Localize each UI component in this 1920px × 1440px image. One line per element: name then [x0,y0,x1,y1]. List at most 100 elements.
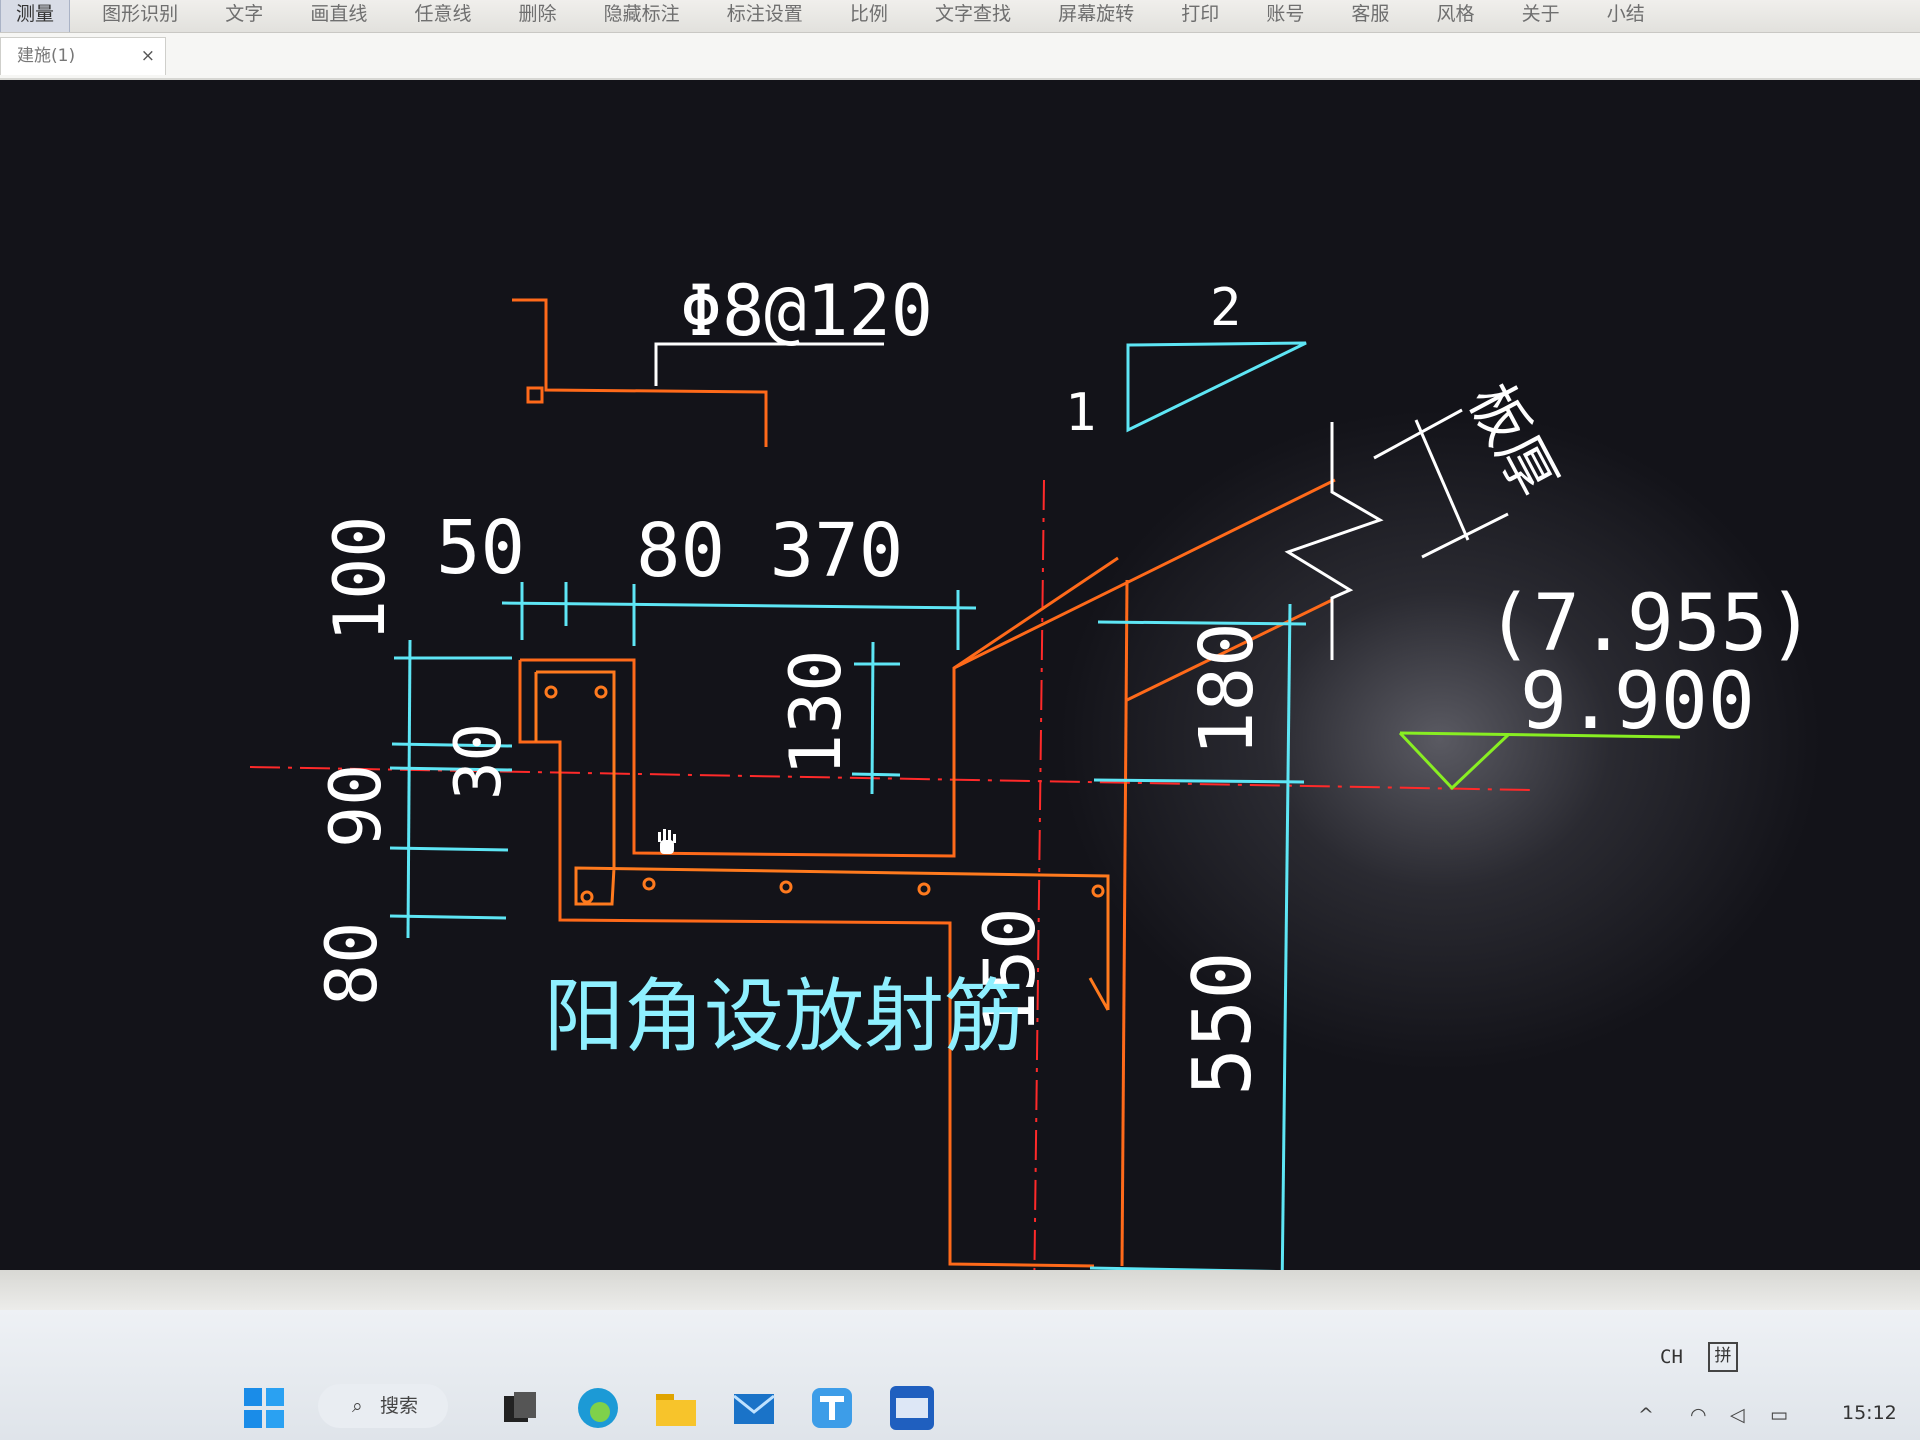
elevation-triangle [1398,731,1510,791]
roof-slab-top-line [953,478,1336,670]
dim-text-30: 30 [442,723,516,800]
chevron-up-icon[interactable]: ^ [1638,1404,1654,1426]
menu-freehand-line[interactable]: 任意线 [414,3,472,25]
menu-rotate-screen[interactable]: 屏幕旋转 [1058,3,1135,25]
menu-summary[interactable]: 小结 [1606,3,1645,25]
slab-thickness-text: 板厚 [1456,373,1571,507]
ime-mode-indicator[interactable]: 拼 [1708,1342,1738,1372]
rebar-dot [1091,884,1105,898]
break-line [1284,422,1384,660]
dim-line-top [501,601,977,610]
dim-text-100: 100 [319,516,401,642]
menu-shape-recognition[interactable]: 图形识别 [102,3,179,25]
rebar-hook-detail [512,298,768,447]
canvas-bottom-edge [0,1270,1920,1310]
dim-text-180: 180 [1184,622,1270,756]
menu-account[interactable]: 账号 [1266,3,1305,25]
note-text: 阳角设放射筋 [544,970,1024,1063]
menu-scale[interactable]: 比例 [849,3,888,25]
windows-start-icon[interactable] [240,1384,288,1432]
taskbar-search-box[interactable]: ⌕ 搜索 [318,1384,448,1428]
file-viewer-icon[interactable] [496,1384,544,1432]
dim-text-90: 90 [315,764,397,848]
dim-ext [389,914,507,920]
tab-document-label: 建施(1) [17,46,76,66]
dim-ext [851,772,901,777]
cad-drawing: Φ8@120 1 2 50 80 370 (7.955) 9.900 100 3… [249,270,1815,1306]
dim-ext [1097,620,1307,626]
slab-thickness-dim [1414,419,1470,541]
cad-viewer-icon[interactable] [888,1384,936,1432]
menu-bar: 测量 图形识别 文字 画直线 任意线 删除 隐藏标注 标注设置 比例 文字查找 … [0,0,1920,33]
dim-ext [389,846,509,852]
taskbar: ⌕ 搜索 CH 拼 ^ ◠ ◁ ▭ 15:12 [0,1310,1920,1440]
slab-outline-lower [518,660,1095,1268]
wifi-icon[interactable]: ◠ [1690,1404,1707,1426]
tab-document[interactable]: 建施(1) × [0,37,166,75]
beam-inner-line [1120,579,1129,1267]
horizontal-axis-line [249,766,1531,791]
dim-line-130 [870,641,875,795]
leader-lines [654,342,1509,660]
typora-icon[interactable] [808,1384,856,1432]
rebar-main-bar [536,670,1110,1010]
dim-ext [389,766,513,772]
slab-outline-upper [520,556,1119,858]
hand-cursor-icon [658,829,676,854]
dim-text-150: 150 [969,908,1051,1034]
section-mark-1-text: 1 [1065,383,1096,443]
dim-text-130: 130 [775,650,857,776]
menu-measure[interactable]: 测量 [0,0,71,32]
elevation-marker [1398,731,1681,791]
dimension-lines [389,341,1307,1297]
menu-text[interactable]: 文字 [225,3,264,25]
search-icon: ⌕ [352,1395,363,1417]
rebar-dot [544,685,558,699]
menu-draw-line[interactable]: 画直线 [310,3,368,25]
rebar-dot [594,685,608,699]
menu-hide-annotations[interactable]: 隐藏标注 [603,3,680,25]
elevation-text: 9.900 [1520,657,1755,747]
menu-print[interactable]: 打印 [1181,3,1220,25]
folder-icon[interactable] [652,1384,700,1432]
rebar-dot [917,882,931,896]
rebar-spec-text: Φ8@120 [680,270,933,352]
section-mark-triangle [1126,341,1307,433]
section-mark-2-text: 2 [1210,278,1241,338]
edge-icon[interactable] [574,1384,622,1432]
elevation-bracket-text: (7.955) [1486,579,1815,669]
roof-slab-bottom-line [1126,598,1333,702]
rebar [534,670,1110,1011]
menu-text-search[interactable]: 文字查找 [934,3,1011,25]
document-tab-strip: 建施(1) × [0,33,1920,80]
menu-annotation-settings[interactable]: 标注设置 [726,3,803,25]
taskbar-clock[interactable]: 15:12 [1842,1402,1897,1424]
dim-text-80-370: 80 370 [636,508,903,594]
menu-delete[interactable]: 删除 [518,3,557,25]
rebar-leader-line [654,342,884,386]
vertical-axis-line [1033,479,1045,1306]
mail-icon[interactable] [730,1384,778,1432]
dim-line-right [1280,603,1292,1297]
axis-lines [249,479,1531,1306]
section-outline [512,298,1336,1268]
dim-text-80: 80 [311,922,393,1006]
dim-text-550: 550 [1176,952,1269,1097]
dim-line-left [406,639,412,939]
rebar-dot [580,890,594,904]
menu-about[interactable]: 关于 [1521,3,1560,25]
close-icon[interactable]: × [140,46,155,66]
drawing-canvas[interactable]: Φ8@120 1 2 50 80 370 (7.955) 9.900 100 3… [0,80,1920,1310]
ime-language-indicator[interactable]: CH [1660,1346,1683,1368]
search-label: 搜索 [380,1395,419,1417]
battery-icon[interactable]: ▭ [1770,1404,1788,1426]
dim-text-50: 50 [436,505,525,591]
volume-icon[interactable]: ◁ [1730,1404,1745,1426]
menu-support[interactable]: 客服 [1351,3,1390,25]
rebar-dot [779,880,793,894]
menu-style[interactable]: 风格 [1436,3,1475,25]
dim-ext [1093,778,1305,784]
system-tray: CH 拼 ^ ◠ ◁ ▭ 15:12 [1630,1310,1920,1440]
slab-thickness-ext [1373,408,1463,460]
rebar-end-hook [1088,977,1110,1011]
